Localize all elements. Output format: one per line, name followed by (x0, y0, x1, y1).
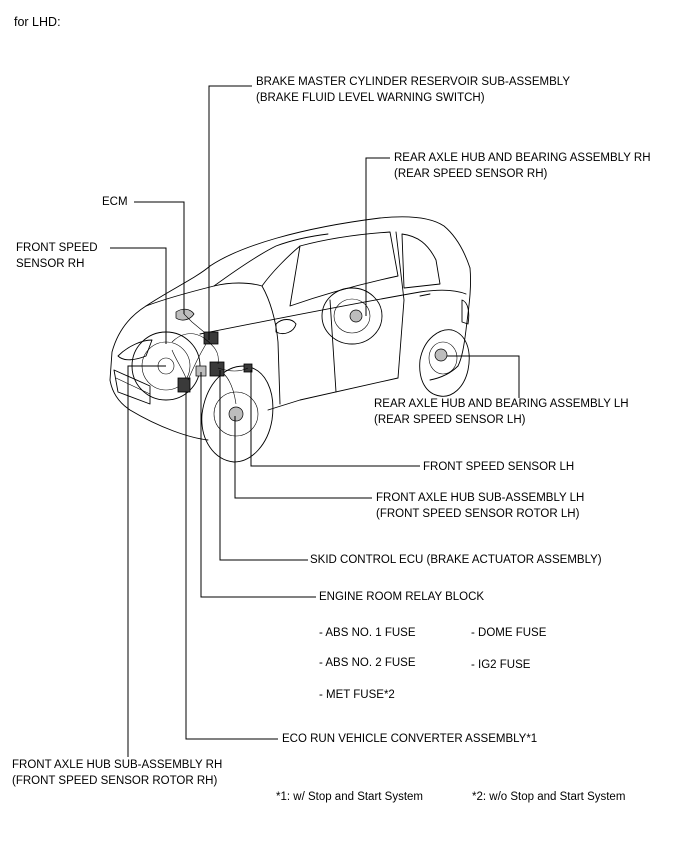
footnote-2: *2: w/o Stop and Start System (472, 791, 626, 803)
fuse-dome: - DOME FUSE (471, 627, 547, 639)
label-line: (REAR SPEED SENSOR LH) (374, 414, 526, 426)
fuse-abs-no2: - ABS NO. 2 FUSE (319, 657, 416, 669)
brake-reservoir-part (203, 331, 219, 345)
label-line: (FRONT SPEED SENSOR ROTOR RH) (12, 775, 218, 787)
fuse-abs-no1: - ABS NO. 1 FUSE (319, 627, 416, 639)
rear-right-wheel (321, 287, 383, 345)
label-engine-room-relay-block: ENGINE ROOM RELAY BLOCK (319, 589, 484, 605)
fuse-ig2: - IG2 FUSE (471, 659, 531, 671)
label-line: (FRONT SPEED SENSOR ROTOR LH) (376, 508, 580, 520)
leader-lines (110, 85, 520, 757)
label-front-axle-hub-lh: FRONT AXLE HUB SUB-ASSEMBLY LH (FRONT SP… (376, 490, 584, 522)
label-front-axle-hub-rh: FRONT AXLE HUB SUB-ASSEMBLY RH (FRONT SP… (12, 757, 222, 789)
label-eco-run-converter: ECO RUN VEHICLE CONVERTER ASSEMBLY*1 (282, 731, 537, 747)
label-line: FRONT SPEED SENSOR LH (423, 461, 575, 473)
label-line: REAR AXLE HUB AND BEARING ASSEMBLY LH (374, 398, 629, 410)
label-line: FRONT AXLE HUB SUB-ASSEMBLY RH (12, 759, 223, 771)
component-parts (171, 308, 253, 405)
label-rear-axle-hub-lh: REAR AXLE HUB AND BEARING ASSEMBLY LH (R… (374, 396, 629, 428)
label-ecm: ECM (102, 194, 128, 210)
label-line: REAR AXLE HUB AND BEARING ASSEMBLY RH (394, 152, 651, 164)
label-line: ECM (102, 196, 128, 208)
car-outline (109, 216, 471, 441)
label-line: FRONT AXLE HUB SUB-ASSEMBLY LH (376, 492, 585, 504)
label-skid-control-ecu: SKID CONTROL ECU (BRAKE ACTUATOR ASSEMBL… (310, 552, 602, 568)
label-line: SENSOR RH (16, 258, 85, 270)
engine-relay-block-part (177, 377, 191, 393)
label-line: BRAKE MASTER CYLINDER RESERVOIR SUB-ASSE… (256, 76, 570, 88)
rear-left-wheel (419, 329, 470, 397)
label-line: ENGINE ROOM RELAY BLOCK (319, 591, 485, 603)
diagram-heading: for LHD: (14, 15, 61, 29)
label-front-speed-sensor-rh: FRONT SPEED SENSOR RH (16, 240, 98, 272)
label-line: (REAR SPEED SENSOR RH) (394, 168, 548, 180)
label-line: (BRAKE FLUID LEVEL WARNING SWITCH) (256, 92, 485, 104)
footnote-1: *1: w/ Stop and Start System (276, 791, 424, 803)
label-front-speed-sensor-lh: FRONT SPEED SENSOR LH (423, 459, 574, 475)
label-line: SKID CONTROL ECU (BRAKE ACTUATOR ASSEMBL… (310, 554, 602, 566)
fuse-met: - MET FUSE*2 (319, 689, 395, 701)
label-line: FRONT SPEED (16, 242, 98, 254)
label-brake-master-cylinder: BRAKE MASTER CYLINDER RESERVOIR SUB-ASSE… (256, 74, 570, 106)
label-line: ECO RUN VEHICLE CONVERTER ASSEMBLY*1 (282, 733, 538, 745)
label-rear-axle-hub-rh: REAR AXLE HUB AND BEARING ASSEMBLY RH (R… (394, 150, 651, 182)
front-left-wheel (201, 365, 274, 463)
